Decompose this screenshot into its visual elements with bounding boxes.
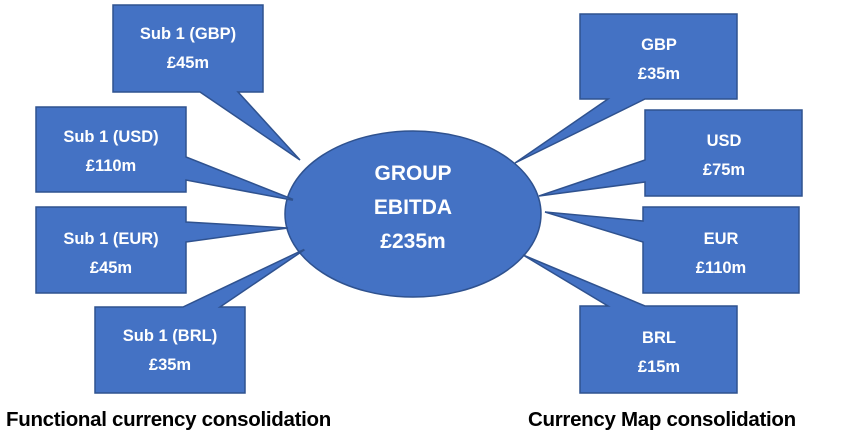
callout-sub1-brl: Sub 1 (BRL) £35m [94,247,308,394]
callout-value: £15m [638,358,680,376]
callout-value: £110m [86,157,136,175]
callout-value: £35m [149,356,191,374]
caption-functional-currency: Functional currency consolidation [6,408,331,431]
callout-title: Sub 1 (USD) [63,128,158,146]
callout-usd: USD £75m [538,109,803,197]
callout-sub1-eur: Sub 1 (EUR) £45m [35,206,289,294]
caption-currency-map: Currency Map consolidation [528,408,796,431]
callout-value: £45m [90,259,132,277]
callout-sub1-usd: Sub 1 (USD) £110m [35,106,298,202]
callout-value: £110m [696,259,746,277]
callout-title: BRL [642,329,676,347]
callout-title: Sub 1 (EUR) [63,230,158,248]
callout-value: £75m [703,161,745,179]
callout-title: USD [707,132,742,150]
callout-sub1-gbp: Sub 1 (GBP) £45m [112,4,301,161]
callout-title: GBP [641,36,677,54]
callout-eur: EUR £110m [544,206,800,294]
center-label-line1: GROUP [374,162,451,185]
center-label-line2: EBITDA [374,196,452,219]
callout-title: Sub 1 (BRL) [123,327,217,345]
callout-value: £45m [167,54,209,72]
center-value: £235m [380,230,445,253]
callout-value: £35m [638,65,680,83]
callout-brl: BRL £15m [522,254,738,394]
callout-gbp: GBP £35m [514,13,738,164]
callout-title: EUR [704,230,739,248]
callout-title: Sub 1 (GBP) [140,25,236,43]
